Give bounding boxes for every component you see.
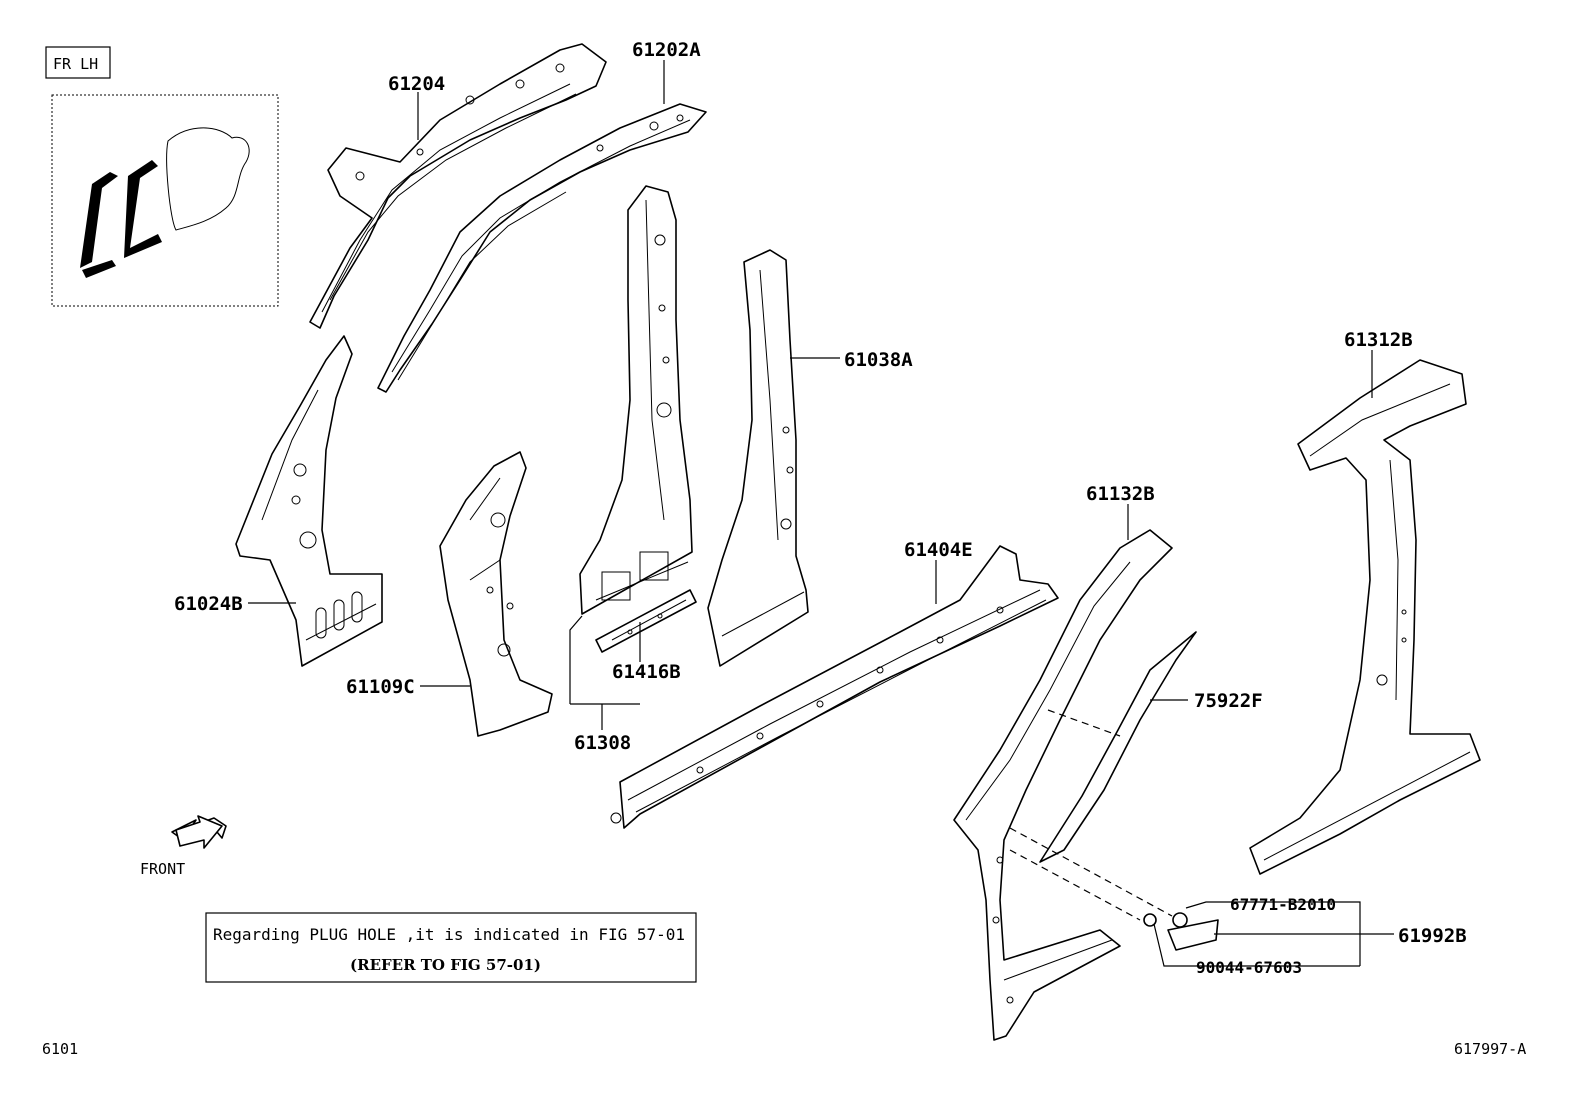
part-75922F xyxy=(1039,631,1197,863)
front-arrow-icon xyxy=(171,815,227,849)
part-61308 xyxy=(579,185,693,615)
part-61024B xyxy=(235,335,383,667)
plug-hole-note: Regarding PLUG HOLE ,it is indicated in … xyxy=(205,912,697,983)
clip-and-nut xyxy=(1143,912,1219,951)
part-61202A xyxy=(377,103,707,393)
label-61202A: 61202A xyxy=(632,39,701,61)
label-61109C: 61109C xyxy=(346,676,415,698)
label-61038A: 61038A xyxy=(844,349,913,371)
footer-code-right: 617997-A xyxy=(1454,1040,1526,1058)
leader-lines xyxy=(248,60,1394,967)
front-label: FRONT xyxy=(140,860,185,878)
part-61312B xyxy=(1249,359,1481,875)
part-61132B xyxy=(953,529,1173,1041)
label-61416B: 61416B xyxy=(612,661,681,683)
part-61416B xyxy=(595,589,697,653)
label-90044-67603: 90044-67603 xyxy=(1196,958,1302,977)
label-67771-B2010: 67771-B2010 xyxy=(1230,895,1336,914)
label-61204: 61204 xyxy=(388,73,445,95)
label-61312B: 61312B xyxy=(1344,329,1413,351)
label-75922F: 75922F xyxy=(1194,690,1263,712)
label-61992B: 61992B xyxy=(1398,925,1467,947)
part-61109C xyxy=(439,451,553,737)
fr-lh-tag: FR LH xyxy=(45,46,111,79)
footer-code-left: 6101 xyxy=(42,1040,78,1058)
location-inset xyxy=(51,94,279,307)
label-61404E: 61404E xyxy=(904,539,973,561)
label-61024B: 61024B xyxy=(174,593,243,615)
note-line-1: Regarding PLUG HOLE ,it is indicated in … xyxy=(213,925,685,944)
label-61132B: 61132B xyxy=(1086,483,1155,505)
note-line-2: (REFER TO FIG 57-01) xyxy=(350,956,541,974)
part-61204 xyxy=(309,43,607,329)
label-61308: 61308 xyxy=(574,732,631,754)
svg-text:FR LH: FR LH xyxy=(53,55,98,73)
dashed-guides xyxy=(1009,709,1173,921)
part-61038A xyxy=(707,249,809,667)
part-61404E xyxy=(610,545,1059,829)
